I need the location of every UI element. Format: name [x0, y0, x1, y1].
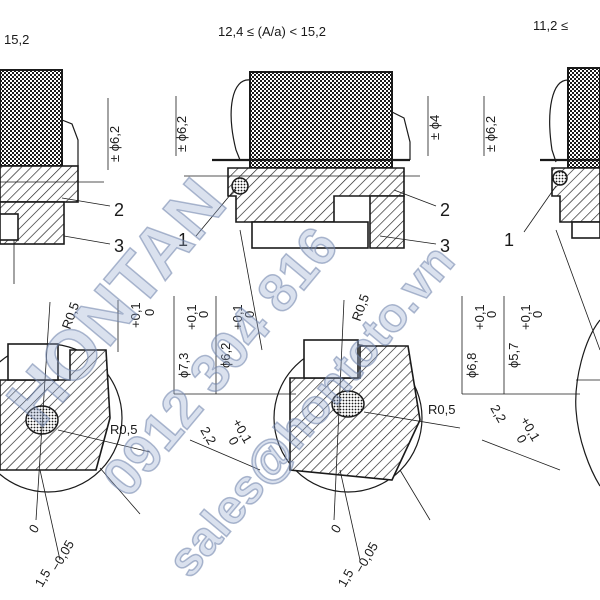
center-callout-3: 3 [440, 236, 450, 256]
left-dim-phi-6-2: ± ϕ6,2 [107, 126, 122, 162]
right-callout-1: 1 [504, 230, 514, 250]
left-groove-detail: R0,5 R0,5 1,5 −0,05 0 +0,1 0 [0, 300, 157, 590]
center-r0-5-side: R0,5 [428, 402, 455, 417]
right-assembly-view: 1 ± ϕ6,2 [483, 67, 600, 351]
right-tol-plus-0-1-a: +0,1 [472, 304, 487, 330]
right-tol-plus-0-1-b: +0,1 [518, 304, 533, 330]
center-dim-phi-7-3: ϕ7,3 [176, 353, 191, 378]
center-tol-zero-c: 0 [225, 434, 242, 448]
left-tol-zero: 0 [26, 522, 43, 536]
left-tol-zero-b: 0 [142, 309, 157, 316]
left-callout-3: 3 [114, 236, 124, 256]
right-tol-zero-a: 0 [484, 311, 499, 318]
center-tol-zero-b: 0 [242, 311, 257, 318]
left-filter-element [0, 69, 63, 167]
center-tol-zero-d: 0 [328, 522, 345, 536]
left-o-ring [25, 405, 59, 435]
left-upper-body [0, 165, 79, 203]
center-tol-plus-0-1-b: +0,1 [230, 304, 245, 330]
center-tol-minus-0-05: −0,05 [352, 540, 381, 576]
left-r0-5-side: R0,5 [110, 422, 137, 437]
center-filter-element [249, 71, 393, 169]
center-dim-phi-6-2-b: ϕ6,2 [218, 343, 233, 368]
center-o-ring [331, 390, 365, 418]
center-groove-detail: R0,5 R0,5 ϕ7,3 ϕ6,2 +0,1 0 +0,1 0 2,2 +0… [173, 292, 461, 590]
right-dim-phi-5-7: ϕ5,7 [506, 343, 521, 368]
left-assembly-view: 2 3 ± ϕ6,2 [0, 69, 124, 284]
header-left: 15,2 [4, 32, 29, 47]
right-groove-detail: ϕ6,8 ϕ5,7 +0,1 0 +0,1 0 2,2 +0,1 0 [461, 296, 600, 487]
right-dim-phi-6-8: ϕ6,8 [464, 353, 479, 378]
left-tol-plus-0-1: +0,1 [128, 302, 143, 328]
center-dim-phi-6-2: ± ϕ6,2 [174, 116, 189, 152]
right-tol-zero-c: 0 [513, 432, 530, 446]
center-assembly-view: 1 2 3 ± ϕ6,2 ± ϕ4 [174, 71, 450, 351]
center-o-ring [231, 177, 249, 195]
header-center: 12,4 ≤ (A/a) < 15,2 [218, 24, 326, 39]
center-callout-1: 1 [178, 230, 188, 250]
center-tol-zero-a: 0 [196, 311, 211, 318]
right-dim-2-2: 2,2 [487, 402, 509, 425]
right-o-ring [552, 170, 568, 186]
right-dim-phi-6-2: ± ϕ6,2 [483, 116, 498, 152]
left-dim-1-5: 1,5 [32, 566, 54, 589]
center-callout-2: 2 [440, 200, 450, 220]
right-tol-zero-b: 0 [530, 311, 545, 318]
right-filter-element [567, 67, 600, 169]
header-right: 11,2 ≤ [533, 18, 568, 33]
left-tol-minus-0-05: −0,05 [48, 538, 77, 574]
center-tol-plus-0-1-a: +0,1 [184, 304, 199, 330]
left-callout-2: 2 [114, 200, 124, 220]
center-dim-phi-4: ± ϕ4 [427, 115, 442, 140]
